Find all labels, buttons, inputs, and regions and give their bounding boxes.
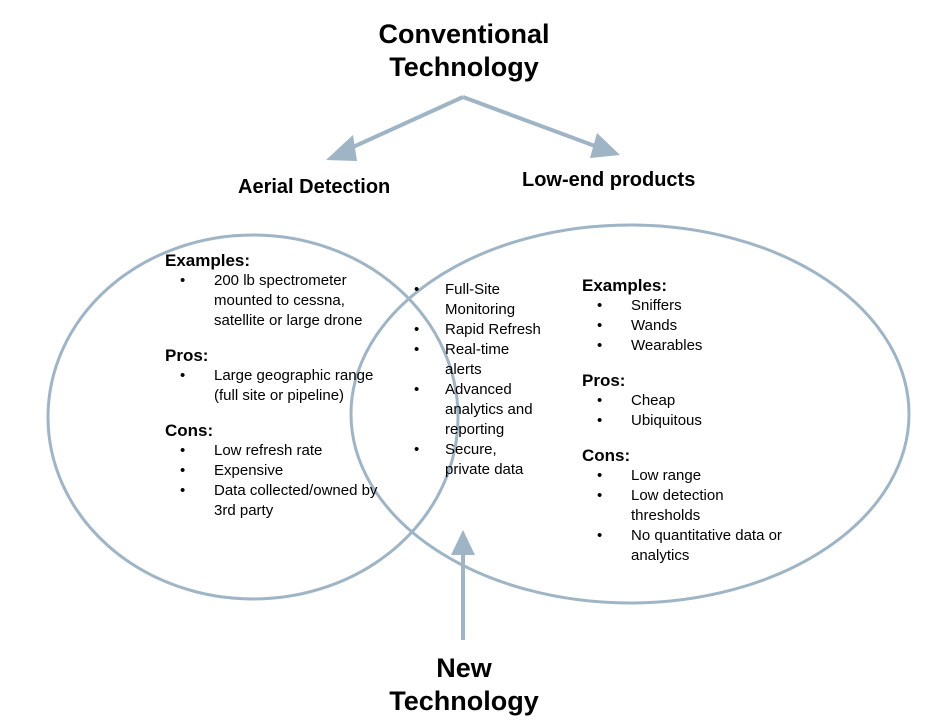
arrow-right bbox=[462, 95, 604, 151]
right-pros-heading: Pros: bbox=[582, 371, 626, 390]
conventional-technology-title: Conventional Technology bbox=[354, 18, 574, 84]
new-technology-title-text: New Technology bbox=[389, 653, 539, 716]
arrow-left-head bbox=[326, 135, 357, 161]
shared-features: Full-Site Monitoring Rapid Refresh Real-… bbox=[412, 280, 542, 480]
aerial-detection-title: Aerial Detection bbox=[238, 176, 391, 198]
right-pros-list: Cheap Ubiquitous bbox=[582, 391, 782, 431]
list-item: Real-time alerts bbox=[412, 340, 542, 380]
right-cons-list: Low range Low detection thresholds No qu… bbox=[582, 466, 782, 566]
arrow-up-head bbox=[451, 530, 475, 555]
left-examples-list: 200 lb spectrometer mounted to cessna, s… bbox=[165, 271, 380, 331]
list-item: Expensive bbox=[165, 461, 380, 481]
right-examples-heading: Examples: bbox=[582, 276, 668, 295]
aerial-detection-details: Examples: 200 lb spectrometer mounted to… bbox=[165, 251, 380, 536]
low-end-products-details: Examples: Sniffers Wands Wearables Pros:… bbox=[582, 276, 782, 581]
list-item: Low range bbox=[582, 466, 782, 486]
left-cons-heading: Cons: bbox=[165, 421, 214, 440]
right-cons-heading: Cons: bbox=[582, 446, 631, 465]
right-circle bbox=[349, 223, 911, 605]
list-item: Large geographic range (full site or pip… bbox=[165, 366, 380, 406]
arrow-left bbox=[341, 95, 464, 154]
list-item: Sniffers bbox=[582, 296, 782, 316]
list-item: Data collected/owned by 3rd party bbox=[165, 481, 380, 521]
left-cons-list: Low refresh rate Expensive Data collecte… bbox=[165, 441, 380, 521]
list-item: Low detection thresholds bbox=[582, 486, 782, 526]
list-item: 200 lb spectrometer mounted to cessna, s… bbox=[165, 271, 380, 331]
list-item: Wands bbox=[582, 316, 782, 336]
list-item: Cheap bbox=[582, 391, 782, 411]
list-item: Full-Site Monitoring bbox=[412, 280, 542, 320]
list-item: Wearables bbox=[582, 336, 782, 356]
list-item: Rapid Refresh bbox=[412, 320, 542, 340]
list-item: Low refresh rate bbox=[165, 441, 380, 461]
list-item: Secure, private data bbox=[412, 440, 542, 480]
list-item: Advanced analytics and reporting bbox=[412, 380, 542, 440]
conventional-technology-title-text: Conventional Technology bbox=[378, 19, 550, 82]
overlap-list: Full-Site Monitoring Rapid Refresh Real-… bbox=[412, 280, 542, 480]
new-technology-title: New Technology bbox=[354, 652, 574, 718]
left-pros-list: Large geographic range (full site or pip… bbox=[165, 366, 380, 406]
arrow-right-head bbox=[590, 133, 620, 158]
left-pros-heading: Pros: bbox=[165, 346, 209, 365]
list-item: No quantitative data or analytics bbox=[582, 526, 782, 566]
list-item: Ubiquitous bbox=[582, 411, 782, 431]
low-end-products-title: Low-end products bbox=[522, 169, 696, 191]
right-examples-list: Sniffers Wands Wearables bbox=[582, 296, 782, 356]
left-examples-heading: Examples: bbox=[165, 251, 251, 270]
